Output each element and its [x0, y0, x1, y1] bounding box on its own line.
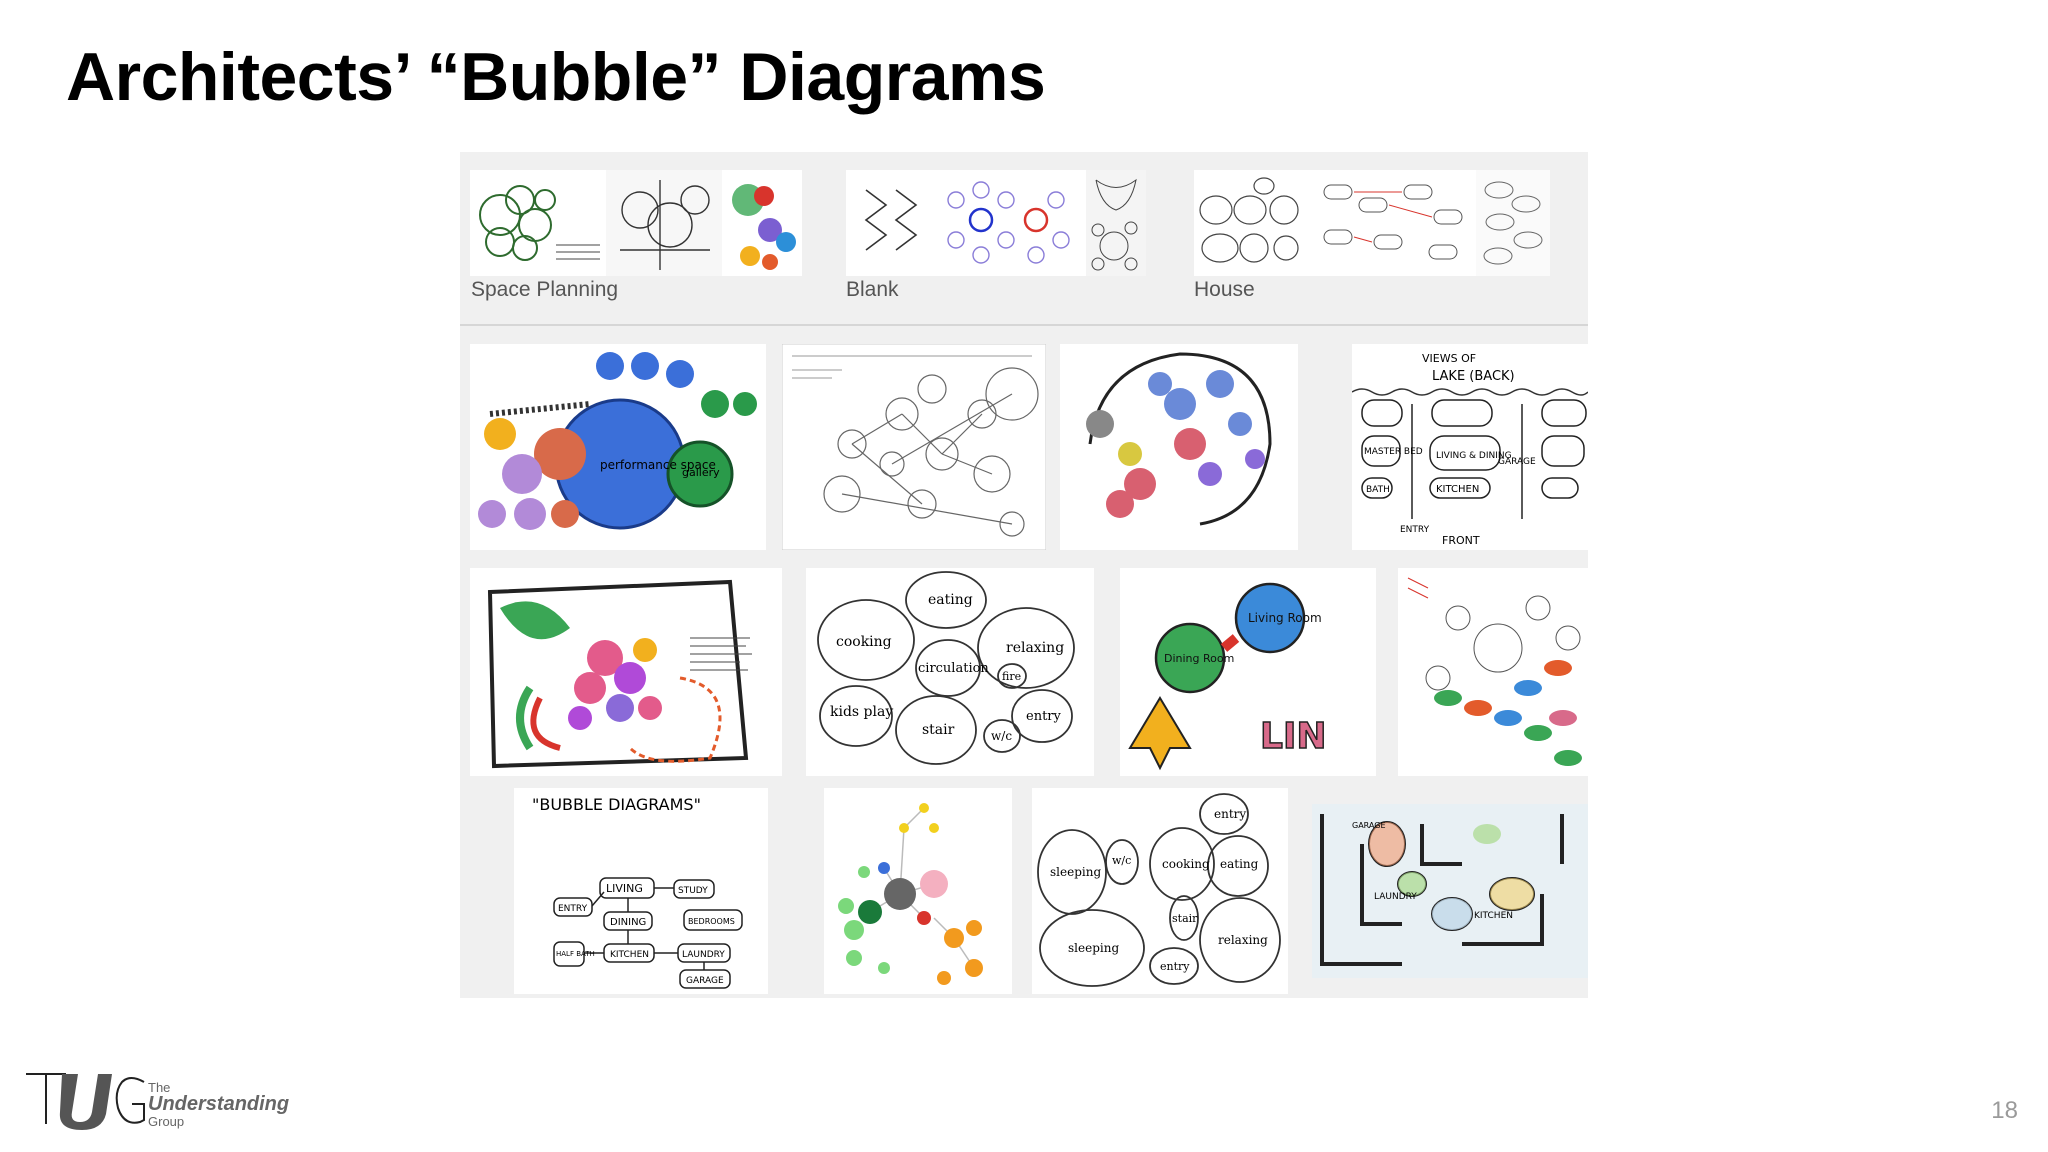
- category-divider: [460, 324, 1588, 326]
- result-bubble-diagrams-flow[interactable]: "BUBBLE DIAGRAMS" LIVING STUDY ENTRY DIN…: [514, 788, 768, 994]
- sketch-label-dining: DINING: [610, 917, 646, 928]
- sketch-label-circulation: circulation: [918, 661, 989, 676]
- sketch-label-kitchen3: KITCHEN: [1474, 911, 1513, 921]
- result-blank-network[interactable]: [782, 344, 1046, 550]
- sketch-label-living-room: Living Room: [1248, 611, 1322, 625]
- sketch-label-relaxing: relaxing: [1006, 640, 1064, 656]
- sketch-label-eating2: eating: [1220, 857, 1259, 871]
- sketch-label-study: STUDY: [678, 886, 708, 896]
- result-floor-plan[interactable]: LAUNDRY KITCHEN GARAGE: [1312, 804, 1588, 978]
- sketch-label-dining-room: Dining Room: [1164, 652, 1234, 665]
- sketch-label-laundry2: LAUNDRY: [1374, 892, 1417, 902]
- company-logo: The Understanding Group: [26, 1072, 316, 1132]
- house-thumbnails[interactable]: [1194, 170, 1550, 276]
- sketch-label-wc2: w/c: [1112, 854, 1131, 867]
- sketch-label-eating: eating: [928, 592, 973, 608]
- logo-line-understanding: Understanding: [148, 1093, 289, 1115]
- sketch-label-entry-bottom: entry: [1160, 960, 1190, 973]
- space-planning-thumbnails[interactable]: [470, 170, 802, 276]
- sketch-label-relaxing2: relaxing: [1218, 933, 1268, 947]
- sketch-label-cooking: cooking: [836, 634, 892, 650]
- sketch-label-living-dining: LIVING & DINING: [1436, 451, 1512, 461]
- sketch-label-sleeping-1: sleeping: [1050, 865, 1101, 879]
- sketch-label-stair: stair: [922, 722, 955, 738]
- result-site-plan[interactable]: [470, 568, 782, 776]
- sketch-label-sleeping-2: sleeping: [1068, 941, 1119, 955]
- sketch-label-half-bath: HALF BATH: [556, 950, 595, 958]
- logo-line-the: The: [148, 1080, 170, 1095]
- sketch-label-bubble-title: "BUBBLE DIAGRAMS": [532, 795, 701, 814]
- sketch-label-lake: LAKE (BACK): [1432, 369, 1515, 384]
- slide-title: Architects’ “Bubble” Diagrams: [66, 39, 1046, 115]
- sketch-label-entry: ENTRY: [1400, 525, 1430, 535]
- sketch-label-entry2: ENTRY: [558, 904, 588, 914]
- sketch-label-entry-lc: entry: [1026, 709, 1062, 724]
- category-label-space-planning[interactable]: Space Planning: [471, 278, 619, 301]
- sketch-label-garage2: GARAGE: [686, 976, 724, 986]
- sketch-label-gallery: gallery: [682, 466, 720, 479]
- result-kitchen-bubbles[interactable]: eating cooking relaxing circulation fire…: [806, 568, 1094, 776]
- sketch-label-garage3: GARAGE: [1352, 821, 1386, 830]
- result-living-dining[interactable]: LIN Living Room Dining Room: [1120, 568, 1376, 776]
- sketch-label-laundry: LAUNDRY: [682, 950, 725, 960]
- sketch-label-bedrooms: BEDROOMS: [688, 917, 735, 926]
- result-views-of-lake[interactable]: VIEWS OF LAKE (BACK) LIVING & DINING MAS…: [1352, 344, 1588, 550]
- sketch-label-stair2: stair: [1172, 912, 1198, 925]
- sketch-label-master-bed: MASTER BED: [1364, 447, 1423, 457]
- sketch-label-front: FRONT: [1442, 534, 1480, 547]
- sketch-label-entry-top: entry: [1214, 807, 1246, 821]
- sketch-label-wc: w/c: [991, 729, 1012, 743]
- sketch-label-kitchen: KITCHEN: [1436, 484, 1479, 495]
- sketch-label-kids-play: kids play: [830, 704, 893, 720]
- sketch-label-bath: BATH: [1366, 485, 1390, 495]
- result-color-bubbles[interactable]: [1060, 344, 1298, 550]
- sketch-label-cooking2: cooking: [1162, 857, 1210, 871]
- logo-line-group: Group: [148, 1114, 184, 1129]
- sketch-label-living: LIVING: [606, 882, 643, 895]
- category-label-blank[interactable]: Blank: [846, 278, 899, 301]
- sketch-label-lin: LIN: [1260, 716, 1326, 757]
- result-color-network[interactable]: [824, 788, 1012, 994]
- category-label-house[interactable]: House: [1194, 278, 1255, 301]
- sketch-label-kitchen2: KITCHEN: [610, 950, 649, 960]
- sketch-label-garage: GARAGE: [1498, 457, 1536, 467]
- image-search-panel: Space Planning Blank: [460, 152, 1588, 998]
- sketch-label-views-of: VIEWS OF: [1422, 352, 1476, 365]
- result-sleeping-bubbles[interactable]: entry sleeping w/c cooking eating stair …: [1032, 788, 1288, 994]
- blank-thumbnails[interactable]: [846, 170, 1146, 276]
- page-number: 18: [1991, 1097, 2018, 1124]
- sketch-label-fire: fire: [1002, 670, 1021, 683]
- sketch-label-performance: performance space: [600, 458, 716, 472]
- result-performance-space[interactable]: performance space gallery: [470, 344, 766, 550]
- result-colorful-plan[interactable]: [1398, 568, 1588, 776]
